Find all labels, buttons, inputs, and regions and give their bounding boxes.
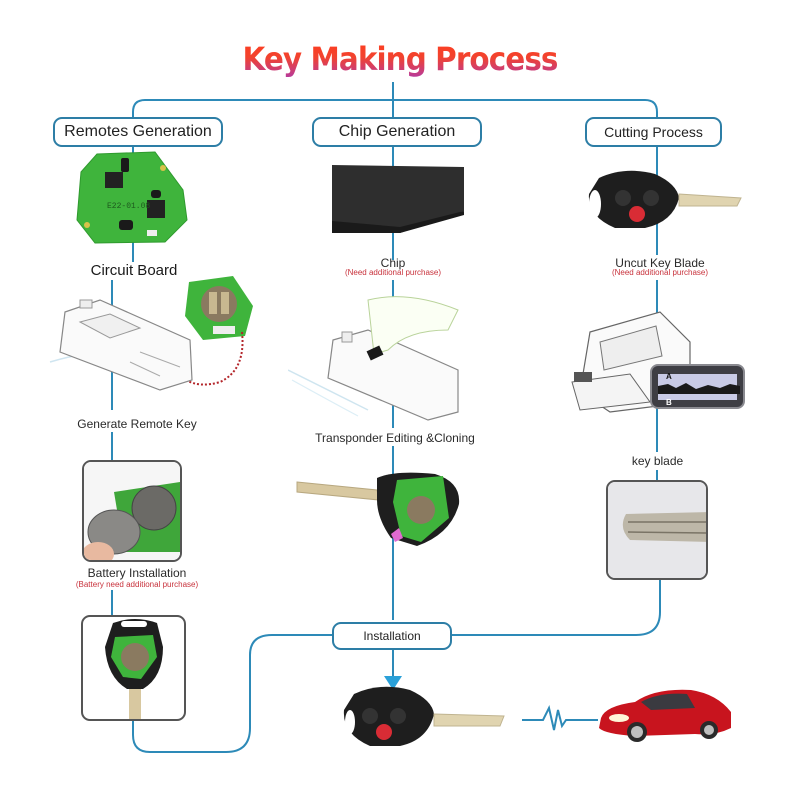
signal-wave-icon xyxy=(522,705,598,731)
stage-label: Cutting Process xyxy=(604,124,703,140)
key-with-pcb-icon xyxy=(296,472,460,546)
step-note-chip: (Need additional purchase) xyxy=(344,268,442,277)
key-blade-closeup-icon xyxy=(608,482,706,578)
stage-chip-generation: Chip Generation xyxy=(312,117,482,147)
installation-label: Installation xyxy=(363,629,421,643)
remote-key-shell-open-icon xyxy=(105,619,163,719)
blade-profile-icon xyxy=(658,383,740,394)
coin-battery-icon xyxy=(84,462,180,560)
step-note-uncut-blade: (Need additional purchase) xyxy=(611,268,709,277)
key-cut-profile-inset: A B xyxy=(650,364,745,409)
key-programmer-device-icon xyxy=(49,299,193,391)
stage-label: Chip Generation xyxy=(338,123,456,140)
profile-label-a: A xyxy=(666,372,672,381)
pcb-board-icon: E22-01.08 xyxy=(76,151,188,244)
remote-key-shell-photo xyxy=(81,615,186,721)
hand-inserting-chip-icon xyxy=(288,296,459,421)
key-blade-photo xyxy=(606,480,708,580)
down-arrow-icon xyxy=(384,676,402,690)
page-title: Key Making Process xyxy=(32,40,768,78)
pcb-code-text: E22-01.08 xyxy=(107,202,150,211)
step-label-battery-installation: Battery Installation xyxy=(87,566,187,580)
stage-cutting-process: Cutting Process xyxy=(585,117,722,147)
red-sports-car-icon xyxy=(599,689,731,742)
stage-label: Remotes Generation xyxy=(64,123,212,140)
connector-cable-icon xyxy=(185,331,244,386)
transponder-chip-icon xyxy=(332,165,464,233)
installation-box: Installation xyxy=(332,622,452,650)
right-to-installation-line xyxy=(452,580,661,636)
step-label-circuit-board: Circuit Board xyxy=(90,262,178,279)
battery-installation-photo xyxy=(82,460,182,562)
step-label-generate-remote-key: Generate Remote Key xyxy=(77,417,197,431)
step-label-transponder-editing: Transponder Editing &Cloning xyxy=(315,431,475,445)
uncut-remote-key-icon xyxy=(588,170,742,228)
pcb-with-battery-icon xyxy=(185,276,253,340)
stage-remotes-generation: Remotes Generation xyxy=(53,117,223,147)
left-to-installation-line xyxy=(132,634,333,753)
finished-remote-key-icon xyxy=(343,686,505,746)
step-label-key-blade: key blade xyxy=(631,454,684,468)
top-bracket-line xyxy=(132,99,658,118)
step-label-uncut-key-blade: Uncut Key Blade xyxy=(615,256,705,270)
step-label-chip: Chip xyxy=(380,256,406,270)
profile-label-b: B xyxy=(666,398,672,407)
step-note-battery: (Battery need additional purchase) xyxy=(75,580,199,589)
